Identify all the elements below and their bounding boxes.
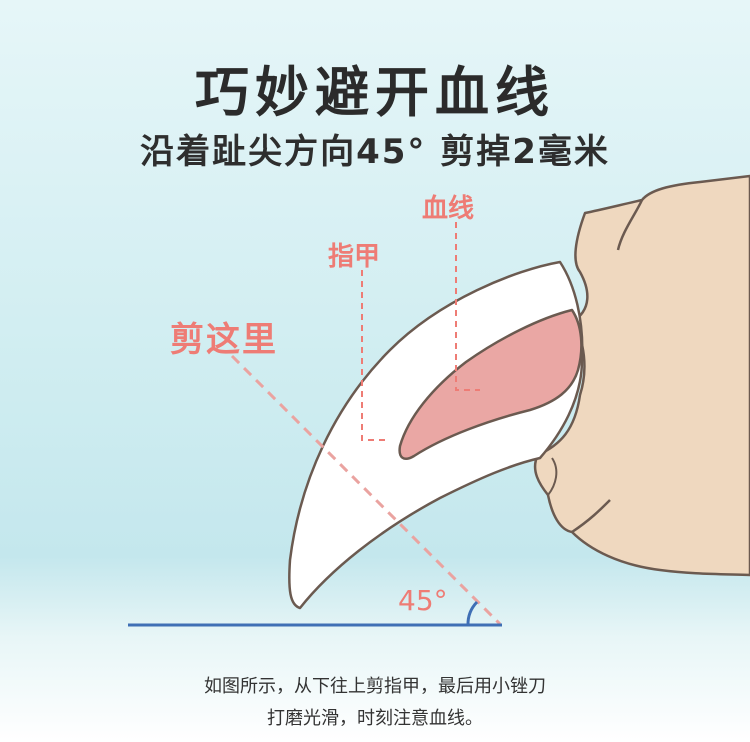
nail-leader <box>361 270 386 441</box>
paw-shape <box>533 174 750 577</box>
cut-line <box>230 354 502 626</box>
angle-arc <box>466 600 479 626</box>
page-subtitle: 沿着趾尖方向45° 剪掉2毫米 <box>140 132 610 172</box>
quick-shape <box>398 308 583 460</box>
blood-line-label: 血线 <box>422 194 475 224</box>
page-title: 巧妙避开血线 <box>195 61 555 124</box>
angle-label: 45° <box>398 584 448 617</box>
cut-here-label: 剪这里 <box>170 320 278 360</box>
nail-label: 指甲 <box>328 242 381 272</box>
note-line-2: 打磨光滑，时刻注意血线。 <box>267 708 483 729</box>
note-line-1: 如图所示，从下往上剪指甲，最后用小锉刀 <box>204 676 546 697</box>
blood-line-leader <box>455 222 480 391</box>
